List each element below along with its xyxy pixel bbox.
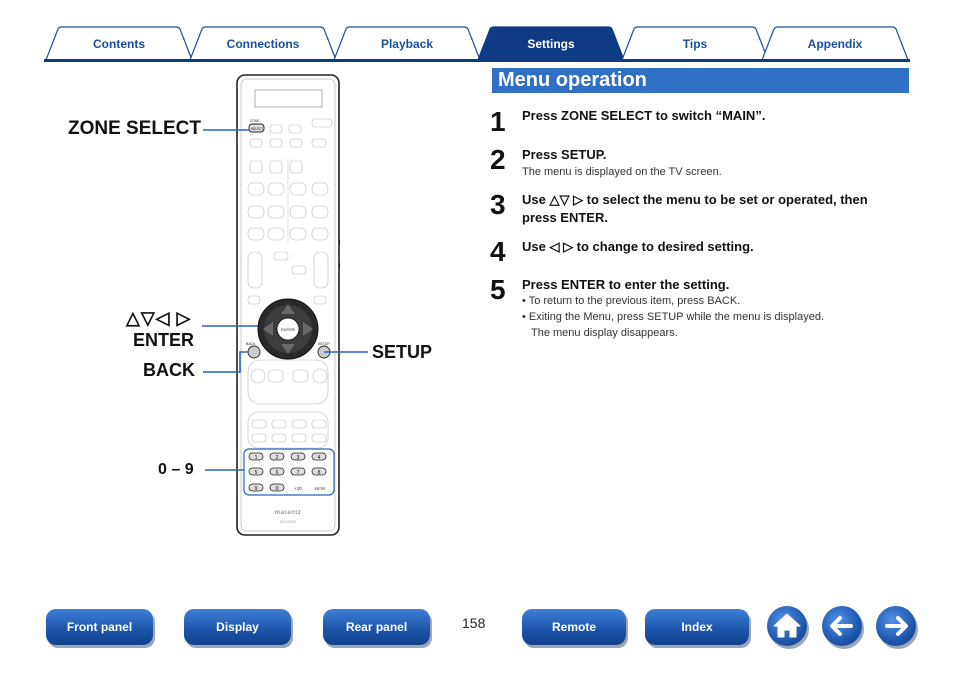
- tab-label: Tips: [682, 37, 708, 51]
- remote-button[interactable]: Remote: [522, 609, 626, 645]
- home-icon: [773, 613, 801, 638]
- step-bullet: • Exiting the Menu, press SETUP while th…: [522, 311, 825, 323]
- tab-label: Contents: [93, 37, 145, 51]
- step-number: 5: [490, 274, 506, 305]
- step-text: Use △▽ ▷ to select the menu to be set or…: [522, 192, 868, 225]
- section-title: Menu operation: [492, 68, 909, 93]
- tab-settings[interactable]: Settings: [476, 26, 626, 60]
- digit-4: 4: [318, 455, 321, 461]
- digit-2: 2: [276, 455, 279, 461]
- step-text: Use ◁ ▷ to change to desired setting.: [522, 239, 754, 254]
- page-number: 158: [462, 615, 486, 631]
- enter-label: ENTER: [281, 327, 295, 332]
- callout-setup: SETUP: [372, 342, 433, 362]
- index-button[interactable]: Index: [645, 609, 749, 645]
- tab-label: Playback: [380, 37, 434, 51]
- arrow-left-icon: [830, 616, 853, 636]
- digit-6: 6: [276, 470, 279, 476]
- zone-label: ZONE: [250, 119, 260, 123]
- step-number: 4: [490, 236, 506, 267]
- top-tab-bar: Contents Connections Playback Settings T…: [44, 26, 910, 62]
- setup-label: SETUP: [318, 342, 330, 346]
- step-subtext: The menu is displayed on the TV screen.: [522, 166, 722, 178]
- tab-underline: [44, 59, 910, 62]
- step-bullet: • To return to the previous item, press …: [522, 295, 741, 307]
- step-number: 2: [490, 144, 506, 175]
- tab-connections[interactable]: Connections: [188, 26, 338, 60]
- callout-zone-select: ZONE SELECT: [68, 118, 202, 139]
- digit-7: 7: [297, 470, 300, 476]
- step-number: 1: [490, 106, 506, 137]
- step-number: 3: [490, 189, 506, 220]
- tab-label: Settings: [527, 37, 575, 51]
- button-label: Remote: [551, 620, 596, 634]
- tab-tips[interactable]: Tips: [620, 26, 770, 60]
- tab-contents[interactable]: Contents: [44, 26, 194, 60]
- arrow-right-icon: [885, 616, 908, 636]
- rear-panel-button[interactable]: Rear panel: [323, 609, 430, 645]
- tab-label: Connections: [226, 37, 300, 51]
- forward-page-button[interactable]: [876, 606, 916, 646]
- back-page-button[interactable]: [822, 606, 862, 646]
- button-label: Front panel: [66, 620, 133, 634]
- digit-3: 3: [297, 455, 300, 461]
- digit-9: 9: [255, 486, 258, 492]
- button-label: Rear panel: [345, 620, 408, 634]
- step-bullet-continued: The menu display disappears.: [531, 327, 678, 339]
- callout-digits: 0 – 9: [158, 461, 194, 478]
- callout-back: BACK: [143, 360, 195, 380]
- tab-label: Appendix: [807, 37, 863, 51]
- home-button[interactable]: [767, 606, 807, 646]
- step-text: Press ZONE SELECT to switch “MAIN”.: [522, 108, 766, 123]
- back-label: BACK: [246, 342, 256, 346]
- callout-arrow-keys: △▽◁ ▷: [126, 308, 192, 328]
- display-button[interactable]: Display: [184, 609, 291, 645]
- model-label: RC021SR: [280, 520, 296, 524]
- callout-enter: ENTER: [133, 330, 195, 350]
- select-label: SELECT: [251, 127, 263, 131]
- button-label: Display: [216, 620, 259, 634]
- remote-control-illustration: ZONE SELECT ENTER BACK SET: [236, 74, 340, 536]
- step-text: Press ENTER to enter the setting.: [522, 277, 730, 292]
- tab-playback[interactable]: Playback: [332, 26, 482, 60]
- digit-enter: ENTER: [315, 487, 327, 491]
- digit-5: 5: [255, 470, 258, 476]
- digit-0: 0: [276, 486, 279, 492]
- button-label: Index: [681, 620, 713, 634]
- digit-8: 8: [318, 470, 321, 476]
- tab-appendix[interactable]: Appendix: [760, 26, 910, 60]
- digit-plus10: +10: [294, 486, 302, 491]
- brand-logo: marantz: [275, 510, 302, 516]
- digit-1: 1: [255, 455, 258, 461]
- front-panel-button[interactable]: Front panel: [46, 609, 153, 645]
- step-text: Press SETUP.: [522, 147, 607, 162]
